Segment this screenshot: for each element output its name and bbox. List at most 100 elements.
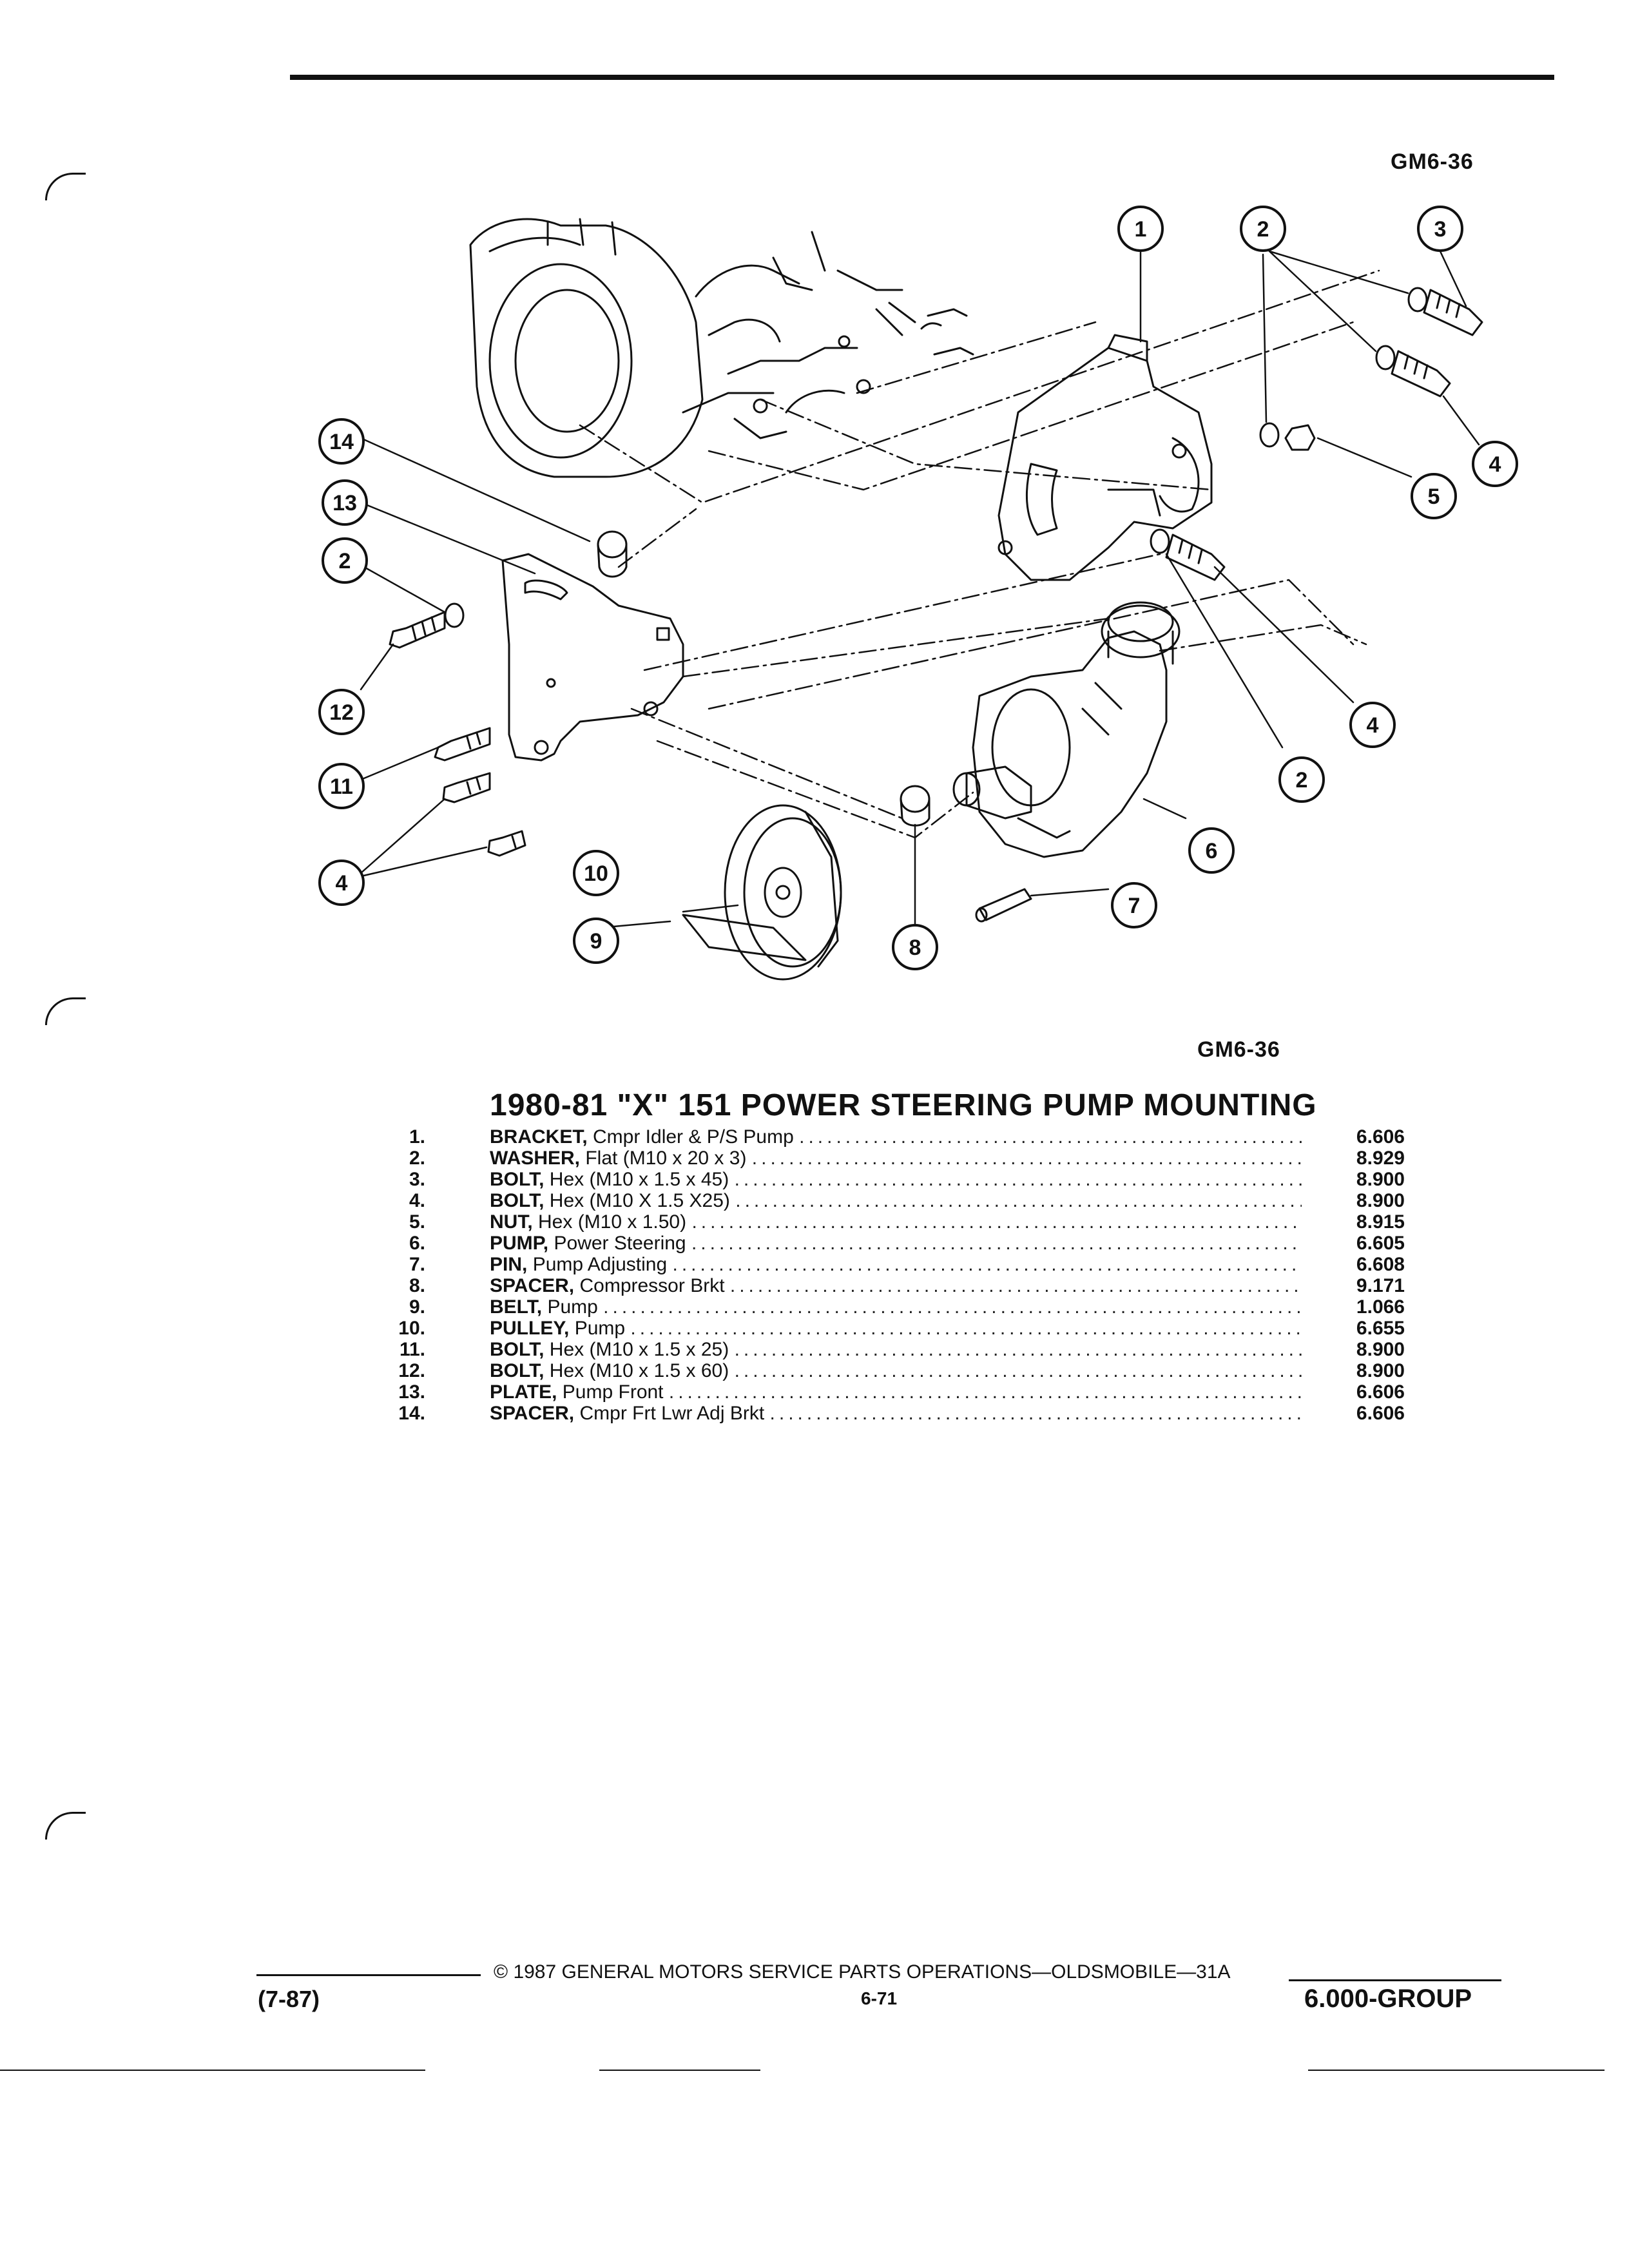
part-detail: Pump	[547, 1296, 598, 1318]
part-detail: Hex (M10 x 1.5 x 45)	[549, 1169, 729, 1190]
callout-label-4-left: 4	[336, 871, 348, 896]
leader-dots: ........................................…	[729, 1275, 1302, 1296]
part-name: BELT,	[490, 1296, 543, 1318]
footer-group: 6.000-GROUP	[1304, 1984, 1472, 2013]
callout-label-12: 12	[329, 700, 354, 725]
top-rule	[290, 75, 1554, 80]
leader-dots: ........................................…	[734, 1360, 1302, 1381]
compressor-spacer-part	[900, 785, 930, 827]
part-group-number: 6.608	[1356, 1254, 1405, 1275]
callout-4-right	[1472, 441, 1518, 487]
part-description: BOLT, Hex (M10 X 1.5 X25) ..............…	[490, 1190, 1302, 1211]
leader-dots: ........................................…	[734, 1339, 1302, 1360]
part-description: WASHER, Flat (M10 x 20 x 3) ............…	[490, 1148, 1302, 1169]
part-name: SPACER,	[490, 1275, 575, 1296]
part-description: BRACKET, Cmpr Idler & P/S Pump .........…	[490, 1126, 1302, 1148]
part-detail: Hex (M10 X 1.5 X25)	[549, 1190, 730, 1211]
leader-dots: ........................................…	[799, 1126, 1302, 1148]
part-group-number: 6.606	[1356, 1403, 1405, 1424]
part-group-number: 9.171	[1356, 1275, 1405, 1296]
part-description: BELT, Pump .............................…	[490, 1296, 1302, 1318]
fasteners-top-right	[1259, 287, 1483, 451]
parts-list-row: 2. WASHER, Flat (M10 x 20 x 3) ..........…	[361, 1148, 1405, 1169]
callout-4-middle	[1349, 702, 1396, 748]
callout-label-9: 9	[590, 929, 602, 954]
part-group-number: 8.900	[1356, 1360, 1405, 1381]
leader-dots: ........................................…	[734, 1169, 1302, 1190]
page-title: 1980-81 "X" 151 POWER STEERING PUMP MOUN…	[490, 1088, 1317, 1122]
callout-7	[1111, 882, 1157, 928]
part-detail: Pump Adjusting	[532, 1254, 668, 1275]
part-description: NUT, Hex (M10 x 1.50) ..................…	[490, 1211, 1302, 1233]
part-description: BOLT, Hex (M10 x 1.5 x 25) .............…	[490, 1339, 1302, 1360]
fasteners-middle	[1150, 528, 1226, 581]
callout-3	[1417, 206, 1463, 252]
part-detail: Pump Front	[562, 1381, 664, 1403]
engine-block-illustration	[469, 218, 974, 478]
leader-dots: ........................................…	[672, 1254, 1302, 1275]
parts-list-row: 7.PIN, Pump Adjusting ..................…	[361, 1254, 1405, 1275]
callout-8	[892, 924, 938, 970]
part-group-number: 8.900	[1356, 1169, 1405, 1190]
callout-13	[322, 479, 368, 526]
callout-label-5: 5	[1428, 485, 1440, 509]
leader-dots: ........................................…	[691, 1233, 1302, 1254]
part-name: BOLT,	[490, 1190, 545, 1211]
callout-2-left	[322, 537, 368, 584]
figure-code-top: GM6-36	[1391, 149, 1474, 174]
belt-part	[682, 914, 807, 961]
parts-list: 1.BRACKET, Cmpr Idler & P/S Pump .......…	[361, 1126, 1405, 1424]
part-number: 2.	[409, 1148, 425, 1169]
callout-5	[1411, 473, 1457, 519]
part-number: 14.	[398, 1403, 425, 1424]
part-name: PULLEY,	[490, 1318, 570, 1339]
part-detail: Pump	[574, 1318, 626, 1339]
part-detail: Cmpr Frt Lwr Adj Brkt	[579, 1403, 765, 1424]
part-name: NUT,	[490, 1211, 533, 1233]
part-detail: Hex (M10 x 1.5 x 25)	[549, 1339, 729, 1360]
part-group-number: 8.900	[1356, 1190, 1405, 1211]
part-group-number: 6.655	[1356, 1318, 1405, 1339]
alignment-lines	[579, 269, 1380, 839]
parts-list-row: 8.SPACER, Compressor Brkt ..............…	[361, 1275, 1405, 1296]
power-steering-pump-part	[952, 601, 1181, 858]
part-group-number: 8.929	[1356, 1148, 1405, 1169]
part-name: BOLT,	[490, 1360, 545, 1381]
pulley-part	[724, 804, 842, 981]
part-number: 13.	[398, 1381, 425, 1403]
leader-dots: ........................................…	[735, 1190, 1302, 1211]
part-number: 4.	[409, 1190, 425, 1211]
callout-12	[318, 689, 365, 735]
part-detail: Hex (M10 x 1.5 x 60)	[549, 1360, 729, 1381]
callout-14	[318, 418, 365, 465]
callout-label-2-right: 2	[1296, 768, 1308, 793]
part-number: 6.	[409, 1233, 425, 1254]
part-name: PIN,	[490, 1254, 528, 1275]
callout-label-10: 10	[584, 861, 608, 886]
part-description: PLATE, Pump Front ......................…	[490, 1381, 1302, 1403]
leader-dots: ........................................…	[769, 1403, 1302, 1424]
part-detail: Power Steering	[554, 1233, 686, 1254]
part-number: 9.	[409, 1296, 425, 1318]
leader-dots: ........................................…	[630, 1318, 1302, 1339]
adjusting-pin-part	[975, 888, 1032, 923]
parts-list-row: 4. BOLT, Hex (M10 X 1.5 X25) ............…	[361, 1190, 1405, 1211]
parts-list-row: 12.BOLT, Hex (M10 x 1.5 x 60) ..........…	[361, 1360, 1405, 1381]
callouts	[318, 206, 1518, 970]
callout-label-2-top: 2	[1257, 217, 1269, 242]
leader-dots: ........................................…	[603, 1296, 1302, 1318]
callout-label-13: 13	[333, 491, 357, 515]
callout-4-left	[318, 860, 365, 906]
part-description: PUMP, Power Steering ...................…	[490, 1233, 1302, 1254]
parts-list-row: 13. PLATE, Pump Front ...................…	[361, 1381, 1405, 1403]
bottom-scan-line-right	[1308, 2070, 1605, 2071]
callout-label-8: 8	[909, 936, 921, 960]
part-description: BOLT, Hex (M10 x 1.5 x 60) .............…	[490, 1360, 1302, 1381]
bottom-scan-line-left	[0, 2070, 425, 2071]
part-description: SPACER, Cmpr Frt Lwr Adj Brkt ..........…	[490, 1403, 1302, 1424]
part-detail: Flat (M10 x 20 x 3)	[585, 1148, 747, 1169]
figure-code-bottom: GM6-36	[1197, 1037, 1280, 1062]
parts-list-row: 11.BOLT, Hex (M10 x 1.5 x 25) ..........…	[361, 1339, 1405, 1360]
part-name: BOLT,	[490, 1339, 545, 1360]
